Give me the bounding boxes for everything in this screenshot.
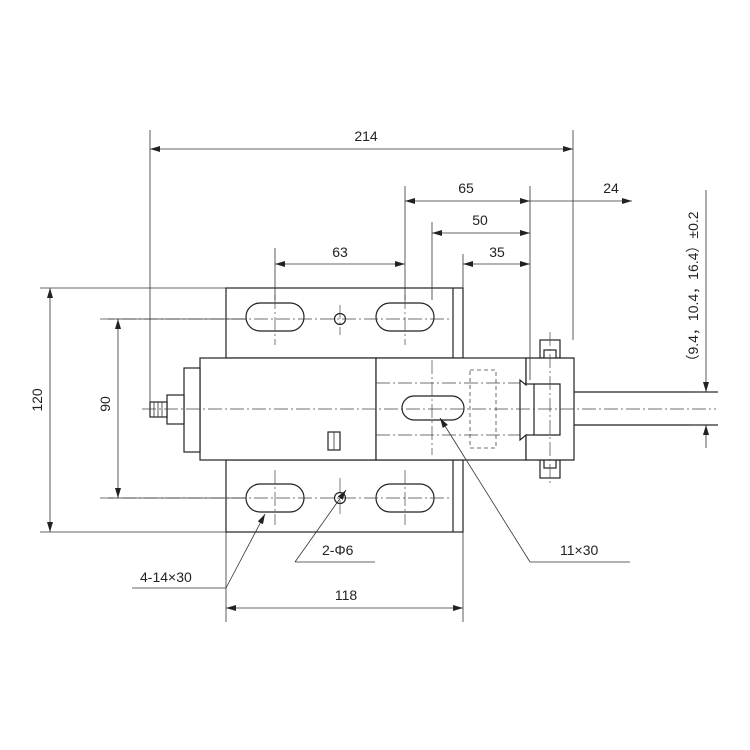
callout-mount-slots: 4-14×30 [140,569,192,585]
center-slot [401,395,465,421]
dimension-lines [47,146,709,611]
left-end-cap [149,367,201,453]
dim-height-90: 90 [97,396,113,412]
dim-overall-length: 214 [354,128,378,144]
cable [574,391,718,426]
extension-lines [40,130,718,622]
top-mount-plate [225,287,464,359]
dim-height-120: 120 [29,388,45,412]
dim-35: 35 [489,244,505,260]
dim-24: 24 [603,180,619,196]
dim-base-width: 118 [335,587,358,603]
dim-tolerance-note: （9.4，10.4，16.4）±0.2 [685,211,701,368]
callout-pin-holes: 2-Φ6 [322,542,354,558]
callout-center-slot: 11×30 [560,542,598,558]
dim-50: 50 [472,212,488,228]
leader-lines [132,417,630,589]
dim-65: 65 [458,180,474,196]
dim-hole-spacing: 63 [332,244,348,260]
center-lines [100,295,716,525]
